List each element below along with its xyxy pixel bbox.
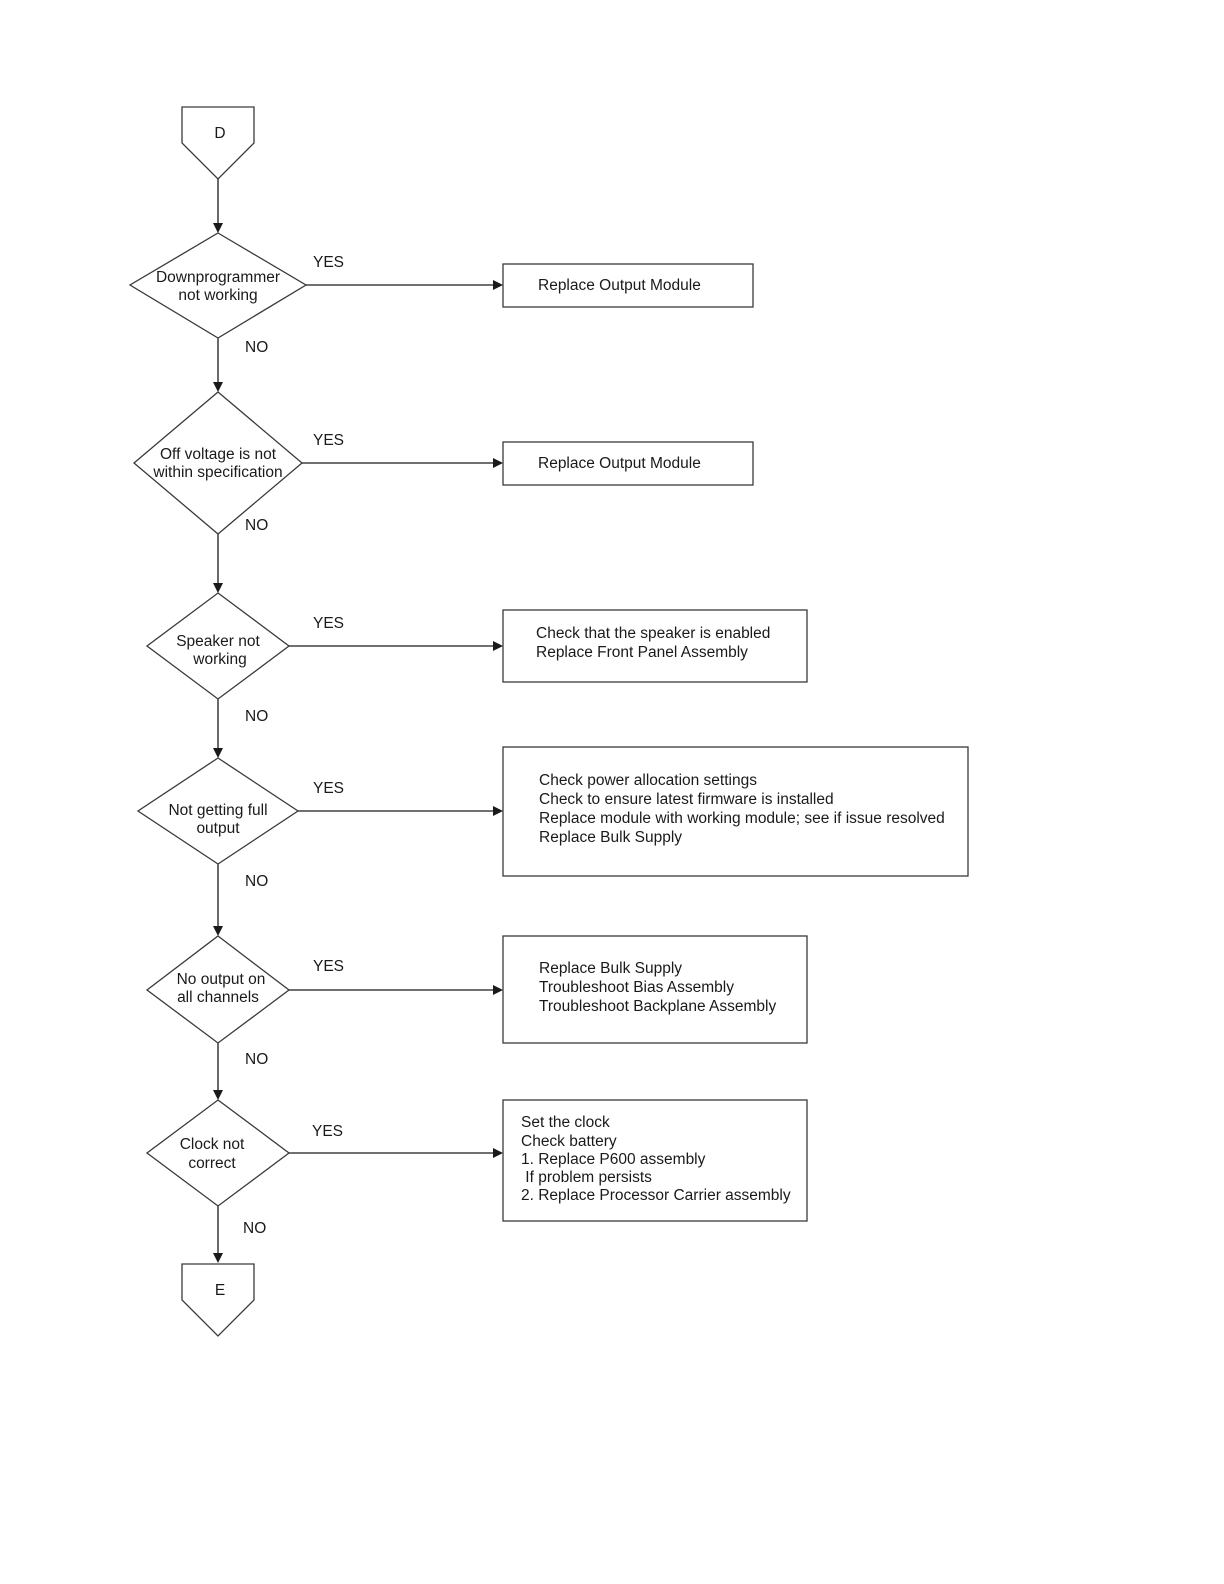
svg-text:Not getting full: Not getting full [168, 802, 267, 819]
action-text-line: Replace Bulk Supply [539, 829, 682, 846]
decision-speaker-not-working: Speaker not working [145, 592, 291, 700]
decision-text-line: Not getting full [168, 802, 267, 819]
decision-text-line: Speaker not [176, 633, 260, 650]
decision-text-line: Off voltage is not [160, 446, 277, 463]
svg-text:output: output [196, 820, 240, 837]
decision-text-line: output [196, 820, 240, 837]
action-text-line: Troubleshoot Bias Assembly [539, 979, 734, 996]
svg-text:Clock not: Clock not [180, 1136, 245, 1153]
action-text-line: Check to ensure latest firmware is insta… [539, 791, 834, 808]
svg-text:all channels: all channels [177, 989, 259, 1006]
decision-no-output-on-all-channels: No output on all channels [145, 935, 291, 1044]
yes-label: YES [312, 1123, 343, 1140]
no-label: NO [245, 873, 268, 890]
action-speaker-checks: Check that the speaker is enabled Replac… [502, 609, 808, 683]
action-text-line: Troubleshoot Backplane Assembly [539, 998, 776, 1015]
action-output-checks: Check power allocation settings Check to… [502, 746, 969, 877]
decision-text-line: working [192, 651, 246, 668]
action-text-line: Replace Output Module [538, 455, 701, 472]
svg-text:Downprogrammer: Downprogrammer [156, 269, 280, 286]
action-text-line: Replace module with working module; see … [539, 810, 945, 827]
svg-text:not working: not working [178, 287, 257, 304]
yes-label: YES [313, 780, 344, 797]
connector-end: E [181, 1263, 255, 1337]
decision-not-getting-full-output: Not getting full output [136, 757, 300, 865]
action-text-line: Replace Output Module [538, 277, 701, 294]
decision-text-line: all channels [177, 989, 259, 1006]
yes-label: YES [313, 254, 344, 271]
no-label: NO [245, 339, 268, 356]
action-bulk-supply-troubleshoot: Replace Bulk Supply Troubleshoot Bias As… [502, 935, 808, 1044]
svg-text:correct: correct [188, 1155, 236, 1172]
decision-off-voltage-not-within-spec: Off voltage is not within specification [132, 391, 304, 535]
action-text-line: 2. Replace Processor Carrier assembly [521, 1187, 791, 1204]
svg-text:Off voltage is not: Off voltage is not [160, 446, 277, 463]
decision-clock-not-correct: Clock not correct [145, 1099, 291, 1207]
action-text-line: If problem persists [521, 1169, 652, 1186]
action-text-line: Check power allocation settings [539, 772, 757, 789]
main-flow-line [213, 179, 223, 1263]
no-label: NO [245, 517, 268, 534]
decision-text-line: No output on [177, 971, 266, 988]
no-label: NO [245, 708, 268, 725]
svg-text:working: working [192, 651, 246, 668]
action-text-line: 1. Replace P600 assembly [521, 1151, 706, 1168]
action-clock-fixes: Set the clock Check battery 1. Replace P… [502, 1099, 808, 1222]
decision-text-line: within specification [152, 464, 282, 481]
yes-label: YES [313, 432, 344, 449]
decision-text-line: not working [178, 287, 257, 304]
action-text-line: Replace Bulk Supply [539, 960, 682, 977]
action-text-line: Check that the speaker is enabled [536, 625, 770, 642]
decision-text-line: Downprogrammer [156, 269, 280, 286]
svg-text:Speaker not: Speaker not [176, 633, 260, 650]
no-label: NO [243, 1220, 266, 1237]
action-text-line: Check battery [521, 1133, 617, 1150]
decision-text-line: correct [188, 1155, 236, 1172]
decision-downprogrammer-not-working: Downprogrammer not working [128, 232, 308, 339]
connector-start: D [181, 106, 255, 180]
connector-start-label: D [214, 125, 225, 142]
action-text-line: Replace Front Panel Assembly [536, 644, 748, 661]
decision-text-line: Clock not [180, 1136, 245, 1153]
no-label: NO [245, 1051, 268, 1068]
yes-label: YES [313, 615, 344, 632]
yes-label: YES [313, 958, 344, 975]
connector-end-label: E [215, 1282, 225, 1299]
action-replace-output-module: Replace Output Module [502, 263, 754, 308]
svg-text:within specification: within specification [152, 464, 282, 481]
action-text-line: Set the clock [521, 1114, 610, 1131]
action-replace-output-module: Replace Output Module [502, 441, 754, 486]
svg-text:No output on: No output on [177, 971, 266, 988]
